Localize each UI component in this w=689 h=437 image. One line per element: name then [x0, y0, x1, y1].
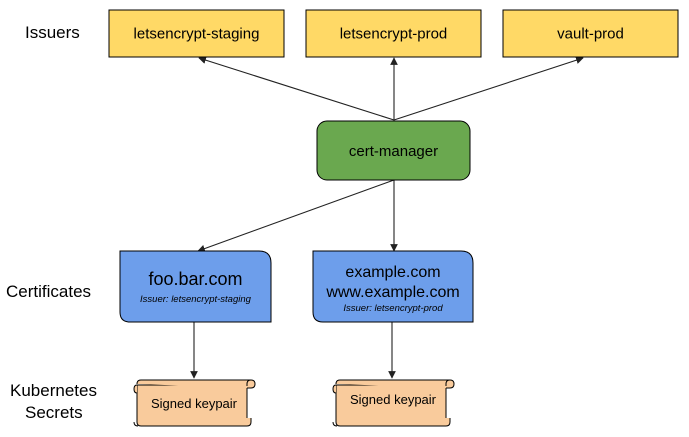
issuer-vault-prod: vault-prod	[502, 9, 679, 58]
arrow-to-certificate-foo	[197, 179, 395, 253]
arrow-to-issuer-vault-prod	[393, 56, 584, 121]
issuer-label: letsencrypt-staging	[134, 26, 260, 43]
secret-signed-keypair-1: Signed keypair	[133, 379, 256, 427]
certificate-domain: example.com	[345, 264, 440, 281]
row-label-certificates: Certificates	[6, 282, 91, 301]
certificate-domain: foo.bar.com	[148, 269, 242, 289]
issuer-letsencrypt-prod: letsencrypt-prod	[305, 9, 482, 58]
issuer-label: letsencrypt-prod	[340, 26, 448, 43]
secret-label: Signed keypair	[151, 396, 238, 411]
row-label-secrets-line1: Kubernetes	[10, 381, 97, 400]
certificate-domain: www.example.com	[325, 284, 459, 301]
row-label-issuers: Issuers	[25, 23, 80, 42]
certificate-foo-bar-com: foo.bar.com Issuer: letsencrypt-staging	[119, 250, 272, 323]
arrow-to-issuer-letsencrypt-staging	[198, 56, 395, 121]
issuer-label: vault-prod	[557, 26, 624, 43]
row-label-secrets-line2: Secrets	[25, 403, 83, 422]
cert-manager-node: cert-manager	[316, 120, 471, 181]
secret-signed-keypair-2: Signed keypair	[332, 379, 455, 427]
secret-label: Signed keypair	[350, 392, 437, 407]
issuer-letsencrypt-staging: letsencrypt-staging	[108, 9, 285, 58]
certificate-issuer: Issuer: letsencrypt-prod	[343, 303, 443, 314]
certificate-issuer: Issuer: letsencrypt-staging	[140, 294, 252, 305]
certificate-example-com: example.com www.example.com Issuer: lets…	[312, 250, 474, 323]
cert-manager-label: cert-manager	[349, 143, 438, 160]
